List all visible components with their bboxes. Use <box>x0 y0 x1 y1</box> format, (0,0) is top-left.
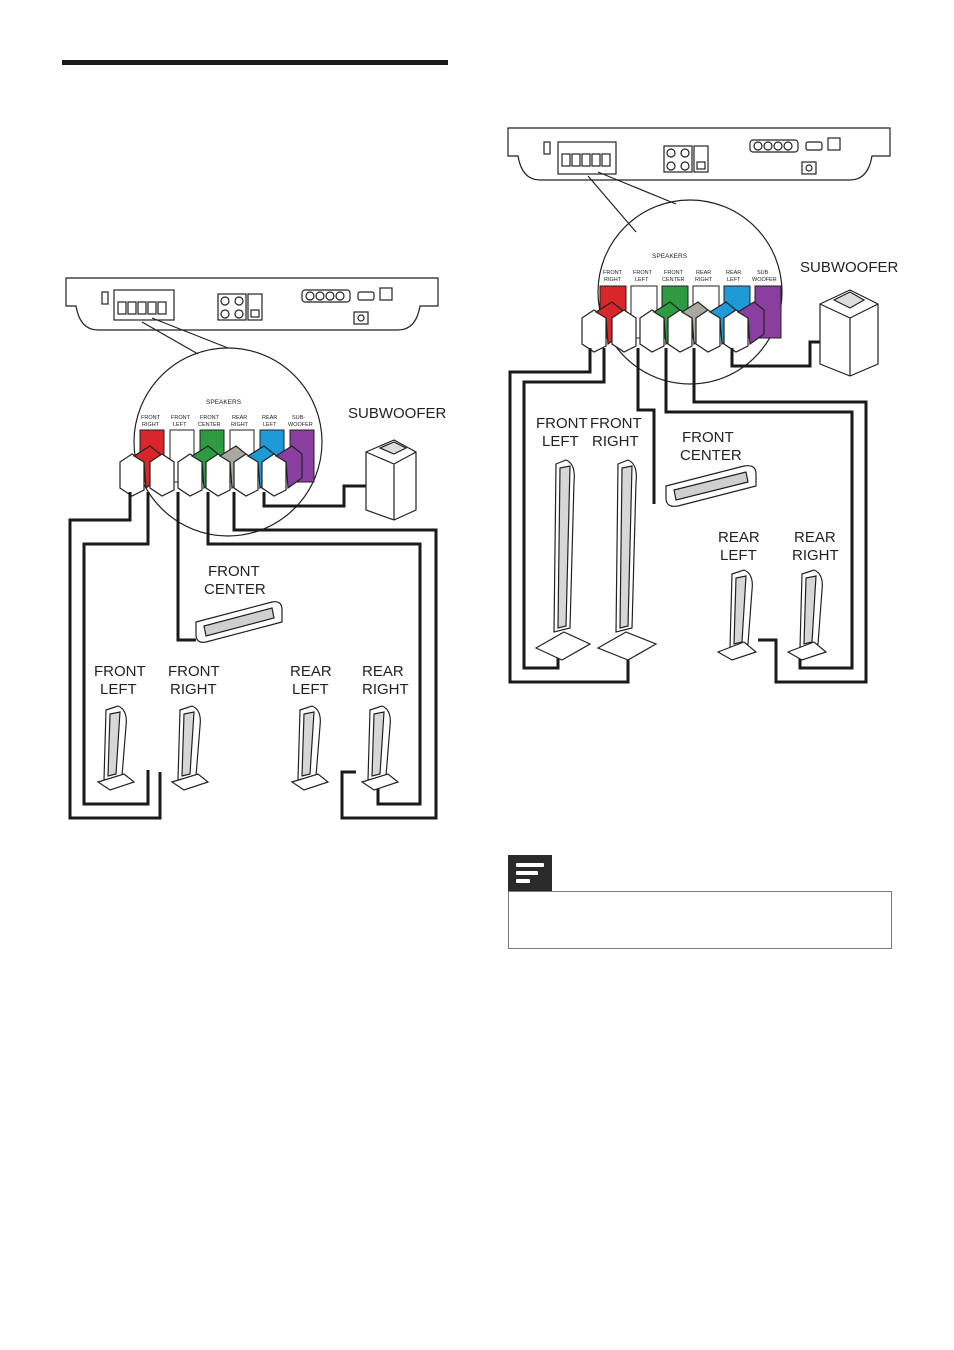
jack-label-front-center-2: CENTER <box>198 422 221 428</box>
label-front-center-1: FRONT <box>682 429 734 446</box>
label-front-left-1: FRONT <box>94 663 146 680</box>
front-left-speaker <box>98 706 134 790</box>
note-icon-line <box>516 871 538 875</box>
receiver-back-panel <box>508 128 890 180</box>
jack-label-rear-left-2: LEFT <box>727 277 741 283</box>
front-right-speaker <box>172 706 208 790</box>
jack-label-front-right-2: RIGHT <box>142 422 160 428</box>
jack-label-subwoofer-1: SUB- <box>292 415 305 421</box>
jack-label-front-left-1: FRONT <box>171 415 191 421</box>
jack-label-front-center-2: CENTER <box>662 277 685 283</box>
jack-label-rear-right-1: REAR <box>232 415 247 421</box>
label-front-center-2: CENTER <box>680 447 742 464</box>
speaker-jack-panel: SPEAKERS FRONT RIGHT FRONT LEFT FRONT CE… <box>120 399 314 496</box>
jack-label-rear-left-2: LEFT <box>263 422 277 428</box>
jack-label-front-right-1: FRONT <box>141 415 161 421</box>
receiver-back-panel <box>66 278 438 330</box>
section-rule <box>62 60 448 65</box>
rear-right-speaker <box>788 570 826 660</box>
jack-label-rear-right-2: RIGHT <box>231 422 249 428</box>
jack-panel-title: SPEAKERS <box>206 399 242 406</box>
label-rear-right-1: REAR <box>794 529 836 546</box>
front-center-speaker <box>196 602 282 643</box>
label-rear-right-2: RIGHT <box>362 681 409 698</box>
front-center-speaker <box>666 466 756 507</box>
note-icon-line <box>516 879 530 883</box>
jack-label-front-left-2: LEFT <box>635 277 649 283</box>
jack-label-front-center-1: FRONT <box>664 270 684 276</box>
subwoofer-speaker <box>820 290 878 376</box>
rear-left-speaker <box>718 570 756 660</box>
label-front-right-1: FRONT <box>168 663 220 680</box>
label-front-right-2: RIGHT <box>592 433 639 450</box>
speaker-jack-panel: SPEAKERS FRONT RIGHT FRONT LEFT FRONT CE… <box>582 253 781 352</box>
label-rear-left-1: REAR <box>718 529 760 546</box>
note-box <box>508 891 892 949</box>
speaker-connection-diagram-right: SPEAKERS FRONT RIGHT FRONT LEFT FRONT CE… <box>500 120 900 690</box>
label-front-left-1: FRONT <box>536 415 588 432</box>
note-icon <box>508 855 552 891</box>
jack-label-front-center-1: FRONT <box>200 415 220 421</box>
label-front-left-2: LEFT <box>542 433 579 450</box>
jack-label-front-left-1: FRONT <box>633 270 653 276</box>
jack-label-rear-right-1: REAR <box>696 270 711 276</box>
speaker-connection-diagram-left: SPEAKERS FRONT RIGHT FRONT LEFT FRONT CE… <box>58 270 448 830</box>
subwoofer-speaker <box>366 440 416 520</box>
label-front-right-2: RIGHT <box>170 681 217 698</box>
label-front-left-2: LEFT <box>100 681 137 698</box>
jack-label-rear-left-1: REAR <box>726 270 741 276</box>
label-rear-left-2: LEFT <box>292 681 329 698</box>
label-subwoofer: SUBWOOFER <box>800 259 899 276</box>
label-front-center-2: CENTER <box>204 581 266 598</box>
jack-label-rear-right-2: RIGHT <box>695 277 713 283</box>
jack-label-front-right-2: RIGHT <box>604 277 622 283</box>
front-right-speaker <box>598 460 656 660</box>
label-rear-left-2: LEFT <box>720 547 757 564</box>
jack-label-subwoofer-1: SUB <box>757 270 769 276</box>
label-front-right-1: FRONT <box>590 415 642 432</box>
label-front-center-1: FRONT <box>208 563 260 580</box>
jack-label-front-right-1: FRONT <box>603 270 623 276</box>
jack-label-front-left-2: LEFT <box>173 422 187 428</box>
rear-left-speaker <box>292 706 328 790</box>
label-rear-right-2: RIGHT <box>792 547 839 564</box>
front-left-speaker <box>536 460 590 660</box>
label-rear-left-1: REAR <box>290 663 332 680</box>
label-rear-right-1: REAR <box>362 663 404 680</box>
jack-panel-title: SPEAKERS <box>652 253 688 260</box>
note-icon-line <box>516 863 544 867</box>
rear-right-speaker <box>362 706 398 790</box>
label-subwoofer: SUBWOOFER <box>348 405 447 422</box>
jack-label-subwoofer-2: WOOFER <box>752 277 777 283</box>
jack-label-subwoofer-2: WOOFER <box>288 422 313 428</box>
jack-label-rear-left-1: REAR <box>262 415 277 421</box>
